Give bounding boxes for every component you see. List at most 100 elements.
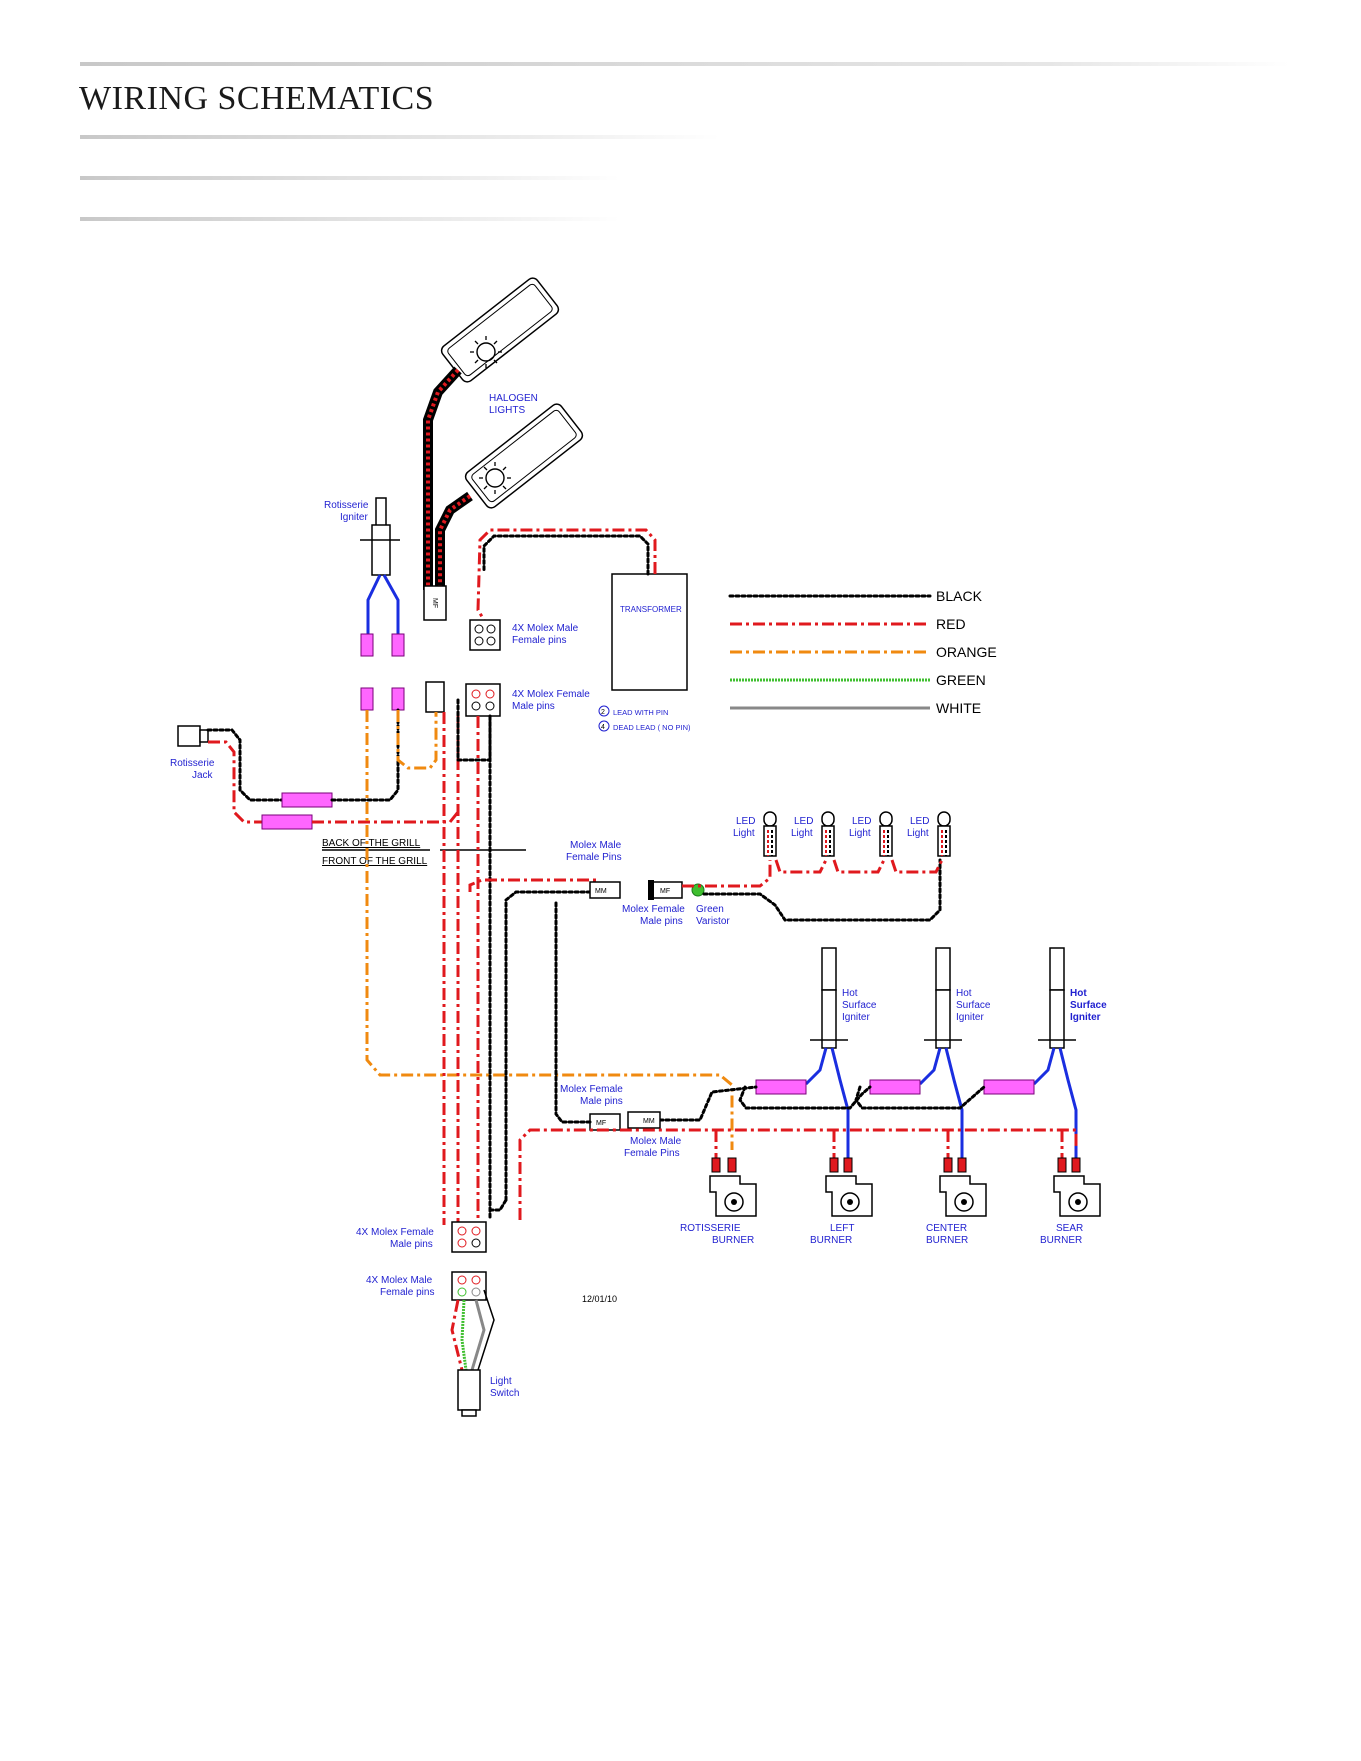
molex-4x-female-low: [451, 1221, 487, 1253]
svg-text:Molex Female: Molex Female: [622, 904, 685, 915]
svg-text:4X Molex Male: 4X Molex Male: [366, 1275, 433, 1286]
svg-text:Male pins: Male pins: [390, 1239, 433, 1250]
revision-date: 12/01/10: [582, 1294, 617, 1304]
sun-icon: [485, 468, 505, 488]
legend-black-label: BLACK: [936, 588, 983, 604]
svg-text:BURNER: BURNER: [712, 1235, 754, 1246]
svg-text:LEAD WITH PIN: LEAD WITH PIN: [613, 708, 668, 717]
svg-text:Light: Light: [490, 1376, 512, 1387]
svg-text:LEFT: LEFT: [830, 1223, 854, 1234]
svg-text:Green: Green: [696, 904, 724, 915]
svg-text:Rotisserie: Rotisserie: [170, 758, 215, 769]
svg-text:Light: Light: [791, 828, 813, 839]
molex-4x-male-low: [451, 1271, 487, 1301]
svg-text:Surface: Surface: [842, 1000, 877, 1011]
svg-text:Hot: Hot: [1070, 988, 1087, 999]
svg-text:Light: Light: [849, 828, 871, 839]
svg-text:Igniter: Igniter: [842, 1012, 870, 1023]
svg-text:Light: Light: [733, 828, 755, 839]
halogen-light-2: [464, 403, 584, 509]
molex-male-female-pins: [589, 881, 621, 899]
svg-text:LED: LED: [852, 816, 871, 827]
svg-text:MF: MF: [596, 1120, 606, 1127]
svg-text:Male pins: Male pins: [640, 916, 683, 927]
svg-text:MF: MF: [660, 888, 670, 895]
mf-connector-mid: [425, 681, 445, 713]
svg-text:Jack: Jack: [192, 770, 214, 781]
svg-text:ROTISSERIE: ROTISSERIE: [680, 1223, 741, 1234]
svg-text:Female pins: Female pins: [380, 1287, 434, 1298]
svg-text:CENTER: CENTER: [926, 1223, 967, 1234]
header-rule-3: [80, 176, 620, 180]
molex-4x-male-top: [469, 619, 501, 651]
hot-surface-igniter-1: [804, 947, 850, 1160]
rotisserie-igniter: [360, 497, 405, 657]
legend-red-label: RED: [936, 616, 966, 632]
svg-text:BURNER: BURNER: [1040, 1235, 1082, 1246]
page-title: WIRING SCHEMATICS: [79, 80, 435, 117]
svg-text:4X Molex Female: 4X Molex Female: [356, 1227, 434, 1238]
svg-text:4X Molex Female: 4X Molex Female: [512, 689, 590, 700]
back-of-grill-label: BACK OF THE GRILL: [322, 838, 421, 849]
header-rule-4: [80, 217, 620, 221]
transformer-label: TRANSFORMER: [620, 605, 682, 614]
hot-surface-igniter-2: [918, 947, 964, 1160]
svg-text:Molex Male: Molex Male: [570, 840, 622, 851]
molex-male-female-pins-low: [627, 1111, 661, 1129]
svg-text:Molex Male: Molex Male: [630, 1136, 682, 1147]
svg-text:LIGHTS: LIGHTS: [489, 405, 525, 416]
legend: BLACK RED ORANGE GREEN WHITE: [728, 588, 997, 716]
svg-text:MM: MM: [595, 888, 607, 895]
svg-text:Light: Light: [907, 828, 929, 839]
svg-text:Varistor: Varistor: [696, 916, 730, 927]
sear-burner-valve: [1053, 1157, 1101, 1217]
svg-text:Switch: Switch: [490, 1388, 519, 1399]
svg-text:4X Molex Male: 4X Molex Male: [512, 623, 579, 634]
svg-text:Igniter: Igniter: [956, 1012, 984, 1023]
svg-text:Igniter: Igniter: [1070, 1012, 1101, 1023]
transformer-box: [611, 573, 688, 691]
legend-orange-label: ORANGE: [936, 644, 997, 660]
svg-text:Female pins: Female pins: [512, 635, 566, 646]
legend-green-label: GREEN: [936, 672, 986, 688]
svg-text:LED: LED: [794, 816, 813, 827]
rotisserie-burner-valve: [709, 1157, 757, 1217]
svg-text:2: 2: [601, 709, 605, 716]
rotisserie-jack: [177, 725, 201, 747]
left-burner-valve: [825, 1157, 873, 1217]
led-light-2: [821, 811, 835, 857]
svg-text:Igniter: Igniter: [340, 512, 368, 523]
header-rule-top: [80, 62, 1290, 66]
led-light-3: [879, 811, 893, 857]
svg-text:Male pins: Male pins: [580, 1096, 623, 1107]
svg-text:Molex Female: Molex Female: [560, 1084, 623, 1095]
hot-surface-igniter-3: [1032, 947, 1078, 1160]
svg-text:Female Pins: Female Pins: [566, 852, 622, 863]
svg-text:SEAR: SEAR: [1056, 1223, 1083, 1234]
svg-text:Surface: Surface: [1070, 1000, 1107, 1011]
halogen-light-1: [440, 277, 560, 383]
svg-text:DEAD LEAD ( NO PIN): DEAD LEAD ( NO PIN): [613, 723, 691, 732]
svg-text:Hot: Hot: [956, 988, 972, 999]
halogen-lights-label: HALOGEN: [489, 393, 538, 404]
svg-text:LED: LED: [736, 816, 755, 827]
svg-text:Female Pins: Female Pins: [624, 1148, 680, 1159]
header-rule-2: [80, 135, 720, 139]
halogen-mf-connector: [423, 585, 447, 621]
svg-text:BURNER: BURNER: [810, 1235, 852, 1246]
svg-text:Male pins: Male pins: [512, 701, 555, 712]
svg-text:MM: MM: [643, 1118, 655, 1125]
svg-text:Surface: Surface: [956, 1000, 991, 1011]
svg-text:Rotisserie: Rotisserie: [324, 500, 369, 511]
svg-text:Hot: Hot: [842, 988, 858, 999]
front-of-grill-label: FRONT OF THE GRILL: [322, 856, 428, 867]
svg-text:MF: MF: [431, 598, 438, 608]
led-light-4: [937, 811, 951, 857]
led-light-1: [763, 811, 777, 857]
molex-4x-female-mid: [465, 683, 501, 717]
legend-white-label: WHITE: [936, 700, 981, 716]
light-switch[interactable]: [457, 1369, 481, 1411]
center-burner-valve: [939, 1157, 987, 1217]
svg-text:4: 4: [601, 724, 605, 731]
